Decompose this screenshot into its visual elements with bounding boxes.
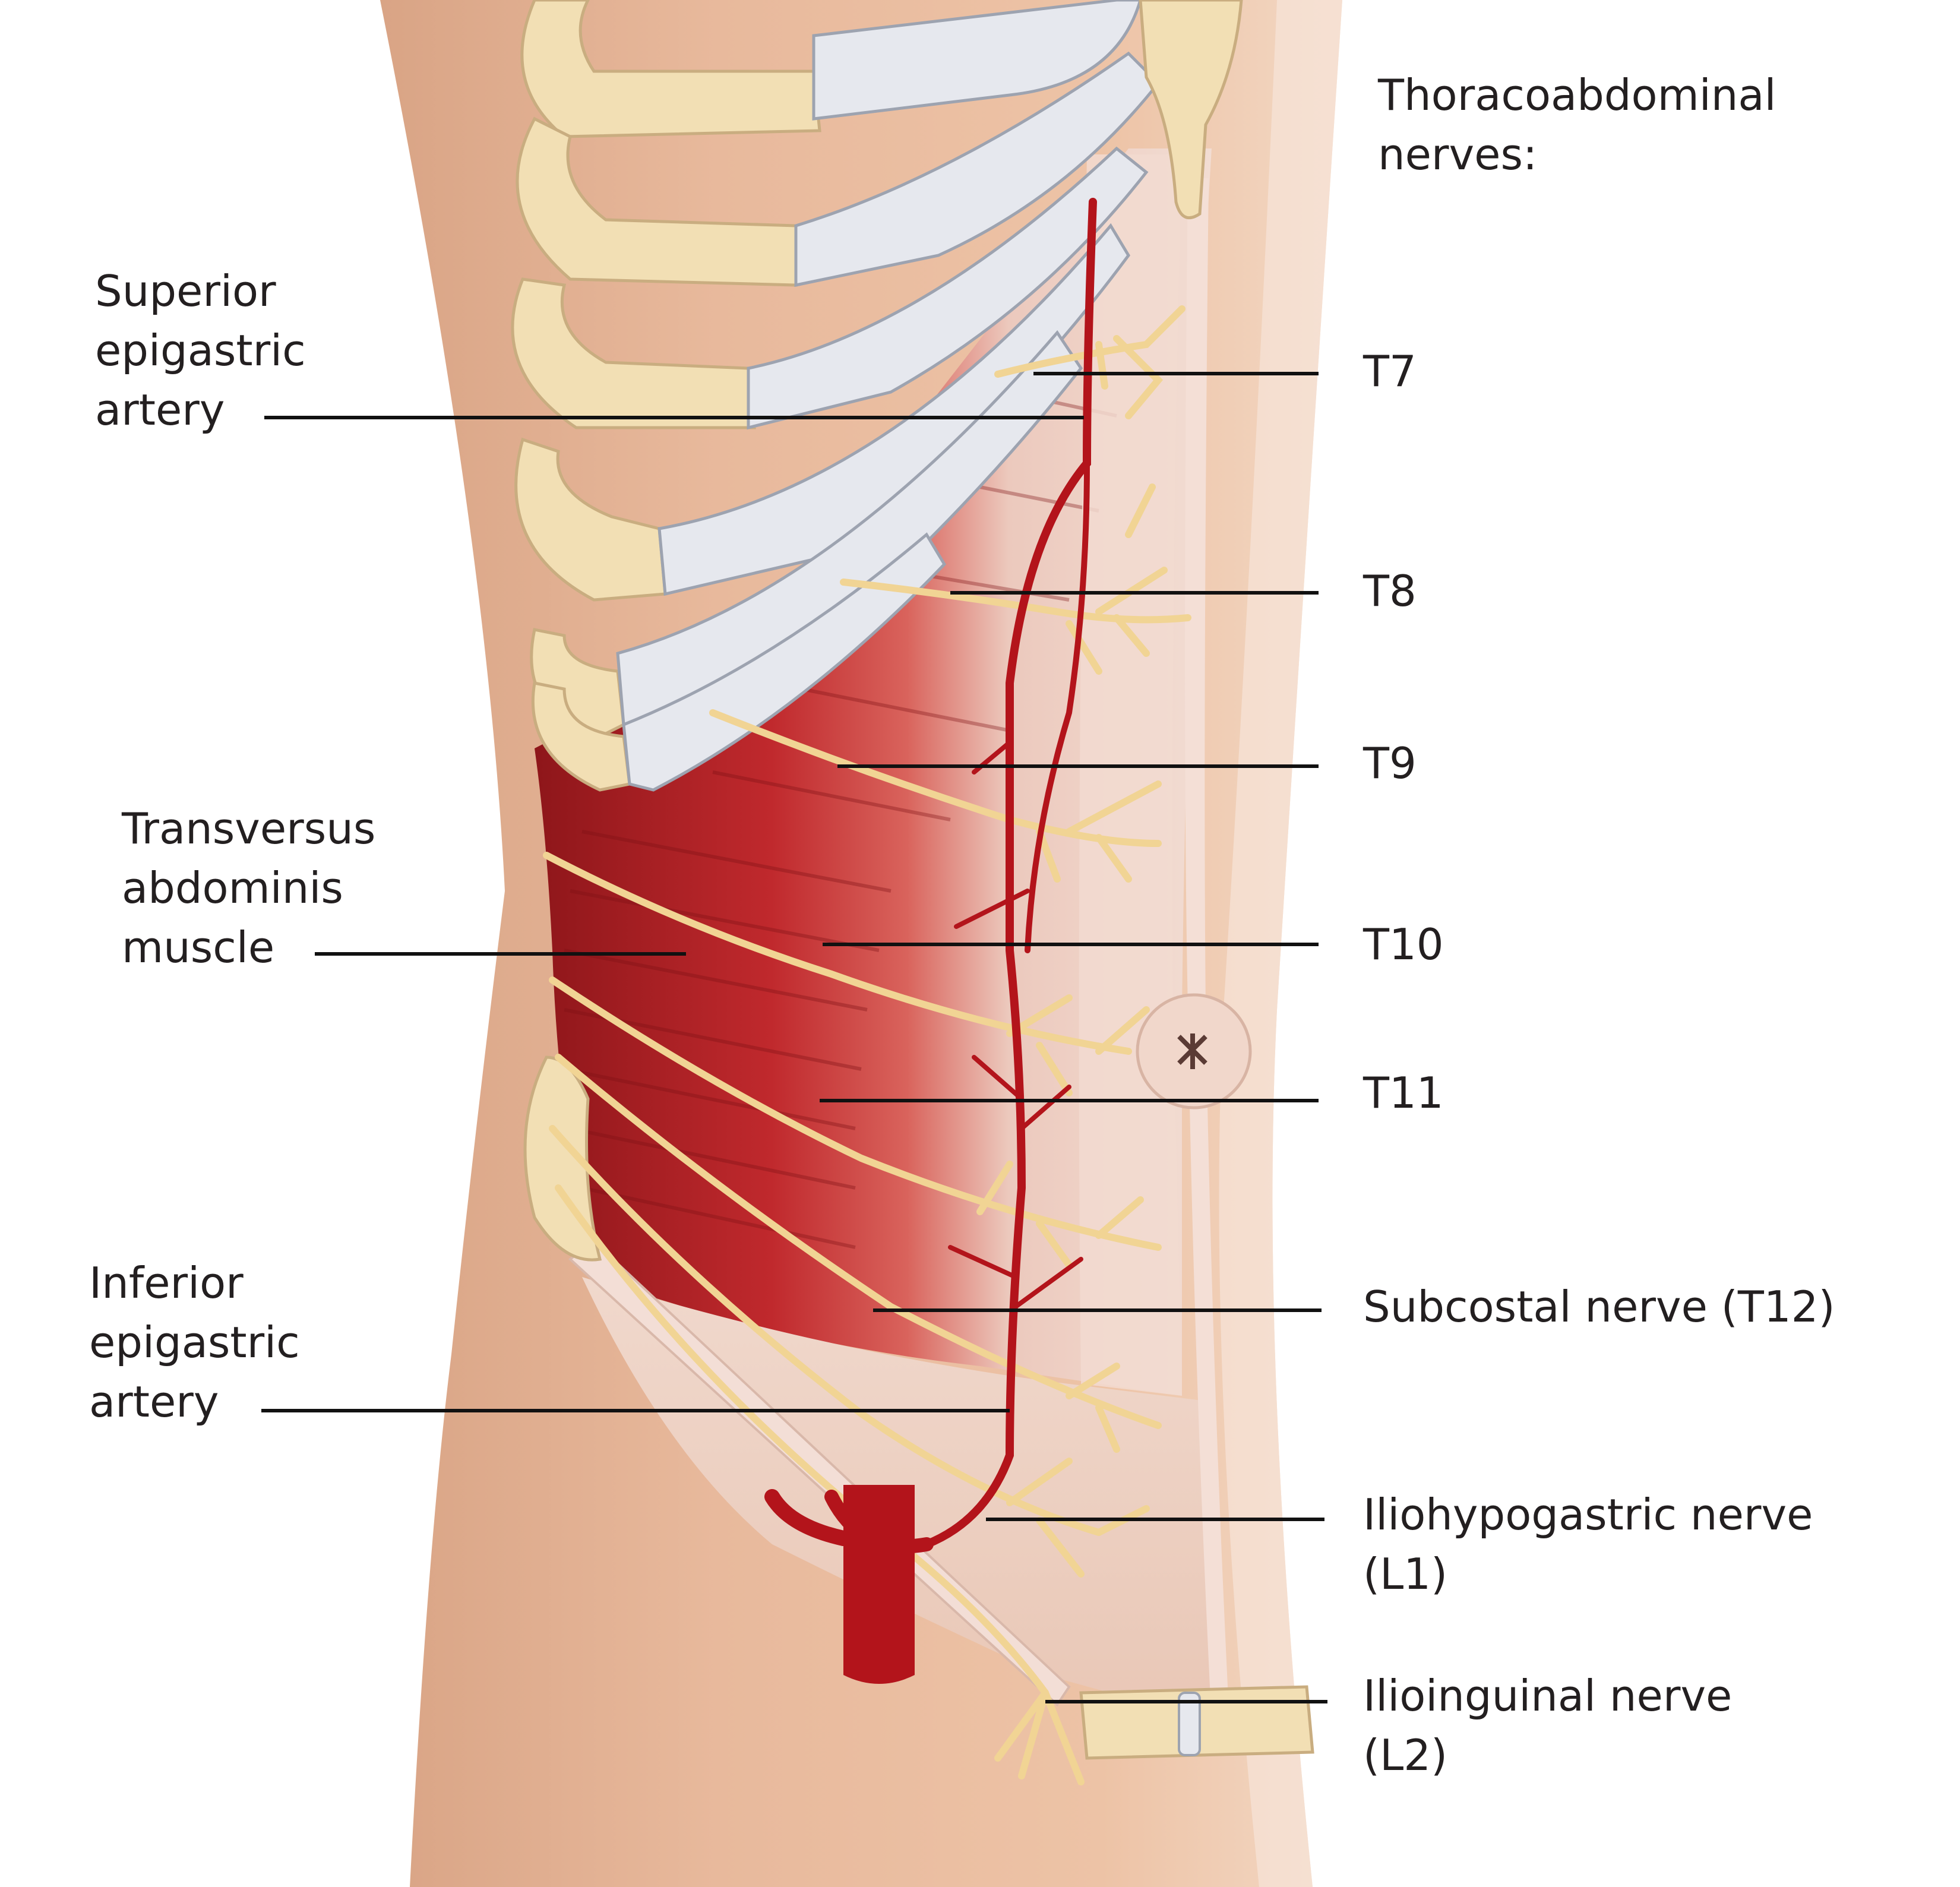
label-t8: T8 <box>1363 566 1417 616</box>
nerve-l2 <box>555 1184 1049 1696</box>
label-t7: T7 <box>1363 346 1417 396</box>
label-ilioinguinal-nerve: Ilioinguinal nerve (L2) <box>1363 1666 1732 1785</box>
leader-transversus <box>315 952 686 956</box>
pubic-bone <box>1079 1685 1314 1760</box>
label-line: muscle <box>122 922 275 972</box>
ribs <box>511 0 821 1262</box>
label-subcostal-nerve: Subcostal nerve (T12) <box>1363 1282 1835 1332</box>
label-line: artery <box>95 385 225 435</box>
leader-t10 <box>823 943 1319 946</box>
label-line: Superior <box>95 266 276 316</box>
label-line: Ilioinguinal nerve <box>1363 1671 1733 1721</box>
label-line: epigastric <box>95 325 306 375</box>
label-line: Thoracoabdominal <box>1378 70 1776 120</box>
external-iliac-artery <box>764 1485 915 1684</box>
leader-inferior-epigastric <box>261 1409 1010 1412</box>
nerves <box>543 305 1191 1785</box>
label-t11: T11 <box>1363 1068 1444 1118</box>
leader-t9 <box>837 764 1319 768</box>
leader-t7 <box>1033 372 1319 375</box>
label-line: epigastric <box>89 1317 300 1367</box>
label-t10: T10 <box>1363 919 1444 969</box>
nerve-t8 <box>840 579 1191 624</box>
label-line: Inferior <box>89 1258 244 1308</box>
label-line: (L1) <box>1363 1549 1448 1599</box>
linea-alba <box>1185 178 1229 1722</box>
leader-iliohypogastric <box>986 1518 1324 1521</box>
leader-subcostal <box>873 1308 1322 1312</box>
leader-t11 <box>820 1099 1319 1102</box>
label-iliohypogastric-nerve: Iliohypogastric nerve (L1) <box>1363 1485 1813 1604</box>
label-line: Transversus <box>122 804 376 854</box>
label-transversus-abdominis: Transversus abdominis muscle <box>122 799 375 977</box>
label-thoracoabdominal-nerves: Thoracoabdominal nerves: <box>1378 65 1776 184</box>
leader-superior-epigastric <box>264 416 1084 419</box>
nerve-t9 <box>709 709 1162 847</box>
umbilicus <box>1136 993 1252 1110</box>
label-inferior-epigastric-artery: Inferior epigastric artery <box>89 1253 300 1431</box>
leader-ilioinguinal <box>1045 1700 1327 1703</box>
label-line: nerves: <box>1378 129 1538 179</box>
xiphoid-process <box>1139 0 1243 220</box>
leader-t8 <box>950 591 1319 595</box>
label-line: artery <box>89 1377 219 1427</box>
label-line: (L2) <box>1363 1730 1448 1780</box>
label-superior-epigastric-artery: Superior epigastric artery <box>95 261 306 440</box>
nerve-t10 <box>543 852 1132 1055</box>
label-t9: T9 <box>1363 738 1417 788</box>
label-line: abdominis <box>122 863 343 913</box>
label-line: Iliohypogastric nerve <box>1363 1490 1813 1540</box>
nerve-t11 <box>549 976 1162 1251</box>
costal-cartilages <box>616 0 1161 792</box>
